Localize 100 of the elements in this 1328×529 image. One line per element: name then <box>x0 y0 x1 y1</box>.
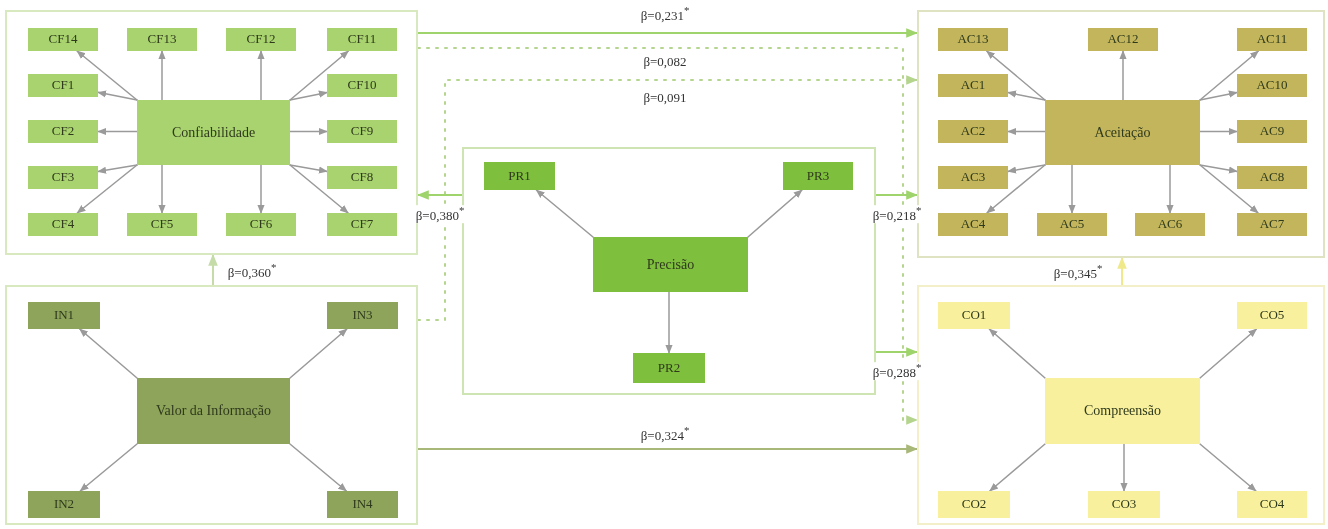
arrow <box>1117 256 1127 286</box>
indicator-box: AC9 <box>1237 120 1307 143</box>
arrow <box>1199 50 1260 101</box>
arrow <box>97 164 138 174</box>
construct-panel <box>5 285 418 525</box>
arrow <box>289 443 348 492</box>
indicator-box: AC12 <box>1088 28 1158 51</box>
arrow <box>416 190 463 200</box>
arrow <box>208 253 218 286</box>
arrow <box>97 127 138 136</box>
construct-panel <box>917 10 1325 258</box>
arrow <box>1199 164 1238 174</box>
arrow <box>1166 164 1174 214</box>
arrow <box>289 90 328 101</box>
indicator-box: IN3 <box>327 302 398 329</box>
indicator-box: AC2 <box>938 120 1008 143</box>
construct-panel <box>5 10 418 255</box>
indicator-box: AC7 <box>1237 213 1307 236</box>
arrow <box>1120 443 1128 492</box>
indicator-box: AC4 <box>938 213 1008 236</box>
arrow <box>1199 443 1257 492</box>
edge-label: β=0,218$^{*}$ <box>870 205 924 223</box>
arrow <box>289 328 348 379</box>
arrow <box>257 164 265 214</box>
indicator-box: AC8 <box>1237 166 1307 189</box>
arrow <box>158 50 166 101</box>
arrow <box>986 164 1046 214</box>
arrow <box>417 444 919 454</box>
indicator-box: PR1 <box>484 162 555 190</box>
arrow <box>747 189 803 238</box>
arrow <box>79 443 138 492</box>
indicator-box: IN1 <box>28 302 100 329</box>
arrow <box>1199 90 1238 101</box>
arrow <box>1007 90 1046 101</box>
arrow <box>97 90 138 101</box>
indicator-box: CF12 <box>226 28 296 51</box>
arrow <box>76 164 138 214</box>
indicator-box: IN4 <box>327 491 398 518</box>
edge-label: β=0,082 <box>641 54 689 70</box>
indicator-box: AC6 <box>1135 213 1205 236</box>
edge-label: β=0,380$^{*}$ <box>413 205 467 223</box>
arrow <box>257 50 265 101</box>
indicator-box: CF8 <box>327 166 397 189</box>
arrow <box>985 50 1046 101</box>
indicator-box: AC3 <box>938 166 1008 189</box>
indicator-box: CF1 <box>28 74 98 97</box>
indicator-box: CF10 <box>327 74 397 97</box>
indicator-box: CO3 <box>1088 491 1160 518</box>
indicator-box: AC5 <box>1037 213 1107 236</box>
indicator-box: AC11 <box>1237 28 1307 51</box>
arrow <box>1119 50 1127 101</box>
construct-box: Valor da Informação <box>137 378 290 444</box>
edge-label: β=0,091 <box>641 90 689 106</box>
arrow <box>289 164 349 214</box>
construct-box: Compreensão <box>1045 378 1200 444</box>
indicator-box: CF9 <box>327 120 397 143</box>
arrow <box>158 164 166 214</box>
arrow <box>1007 164 1046 174</box>
arrow <box>289 127 328 136</box>
arrow <box>289 164 328 174</box>
indicator-box: CF3 <box>28 166 98 189</box>
arrow <box>988 328 1046 379</box>
arrow <box>1199 164 1259 214</box>
edge-label: β=0,324$^{*}$ <box>638 425 692 443</box>
edge-label: β=0,231$^{*}$ <box>638 5 692 23</box>
arrow <box>1199 127 1238 136</box>
arrow <box>665 291 673 354</box>
edge-label: β=0,345$^{*}$ <box>1051 263 1105 281</box>
indicator-box: CF7 <box>327 213 397 236</box>
construct-panel <box>917 285 1325 525</box>
indicator-box: CF14 <box>28 28 98 51</box>
indicator-box: CF2 <box>28 120 98 143</box>
indicator-box: CO1 <box>938 302 1010 329</box>
arrow <box>1199 328 1258 379</box>
construct-box: Confiabilidade <box>137 100 290 165</box>
indicator-box: CO2 <box>938 491 1010 518</box>
arrow <box>79 328 138 379</box>
arrow <box>1007 127 1046 136</box>
construct-box: Aceitação <box>1045 100 1200 165</box>
indicator-box: PR3 <box>783 162 853 190</box>
indicator-box: AC1 <box>938 74 1008 97</box>
dotted-arrow <box>417 47 919 425</box>
indicator-box: IN2 <box>28 491 100 518</box>
indicator-box: CF4 <box>28 213 98 236</box>
indicator-box: PR2 <box>633 353 705 383</box>
arrow <box>535 189 594 238</box>
arrow <box>989 443 1046 492</box>
indicator-box: CF5 <box>127 213 197 236</box>
indicator-box: CF11 <box>327 28 397 51</box>
indicator-box: AC13 <box>938 28 1008 51</box>
indicator-box: AC10 <box>1237 74 1307 97</box>
arrow <box>289 50 350 101</box>
indicator-box: CF13 <box>127 28 197 51</box>
arrow <box>417 28 919 38</box>
arrow <box>76 50 138 101</box>
edge-label: β=0,288$^{*}$ <box>870 362 924 380</box>
indicator-box: CO4 <box>1237 491 1307 518</box>
indicator-box: CF6 <box>226 213 296 236</box>
edge-label: β=0,360$^{*}$ <box>225 262 279 280</box>
arrow <box>875 347 919 357</box>
